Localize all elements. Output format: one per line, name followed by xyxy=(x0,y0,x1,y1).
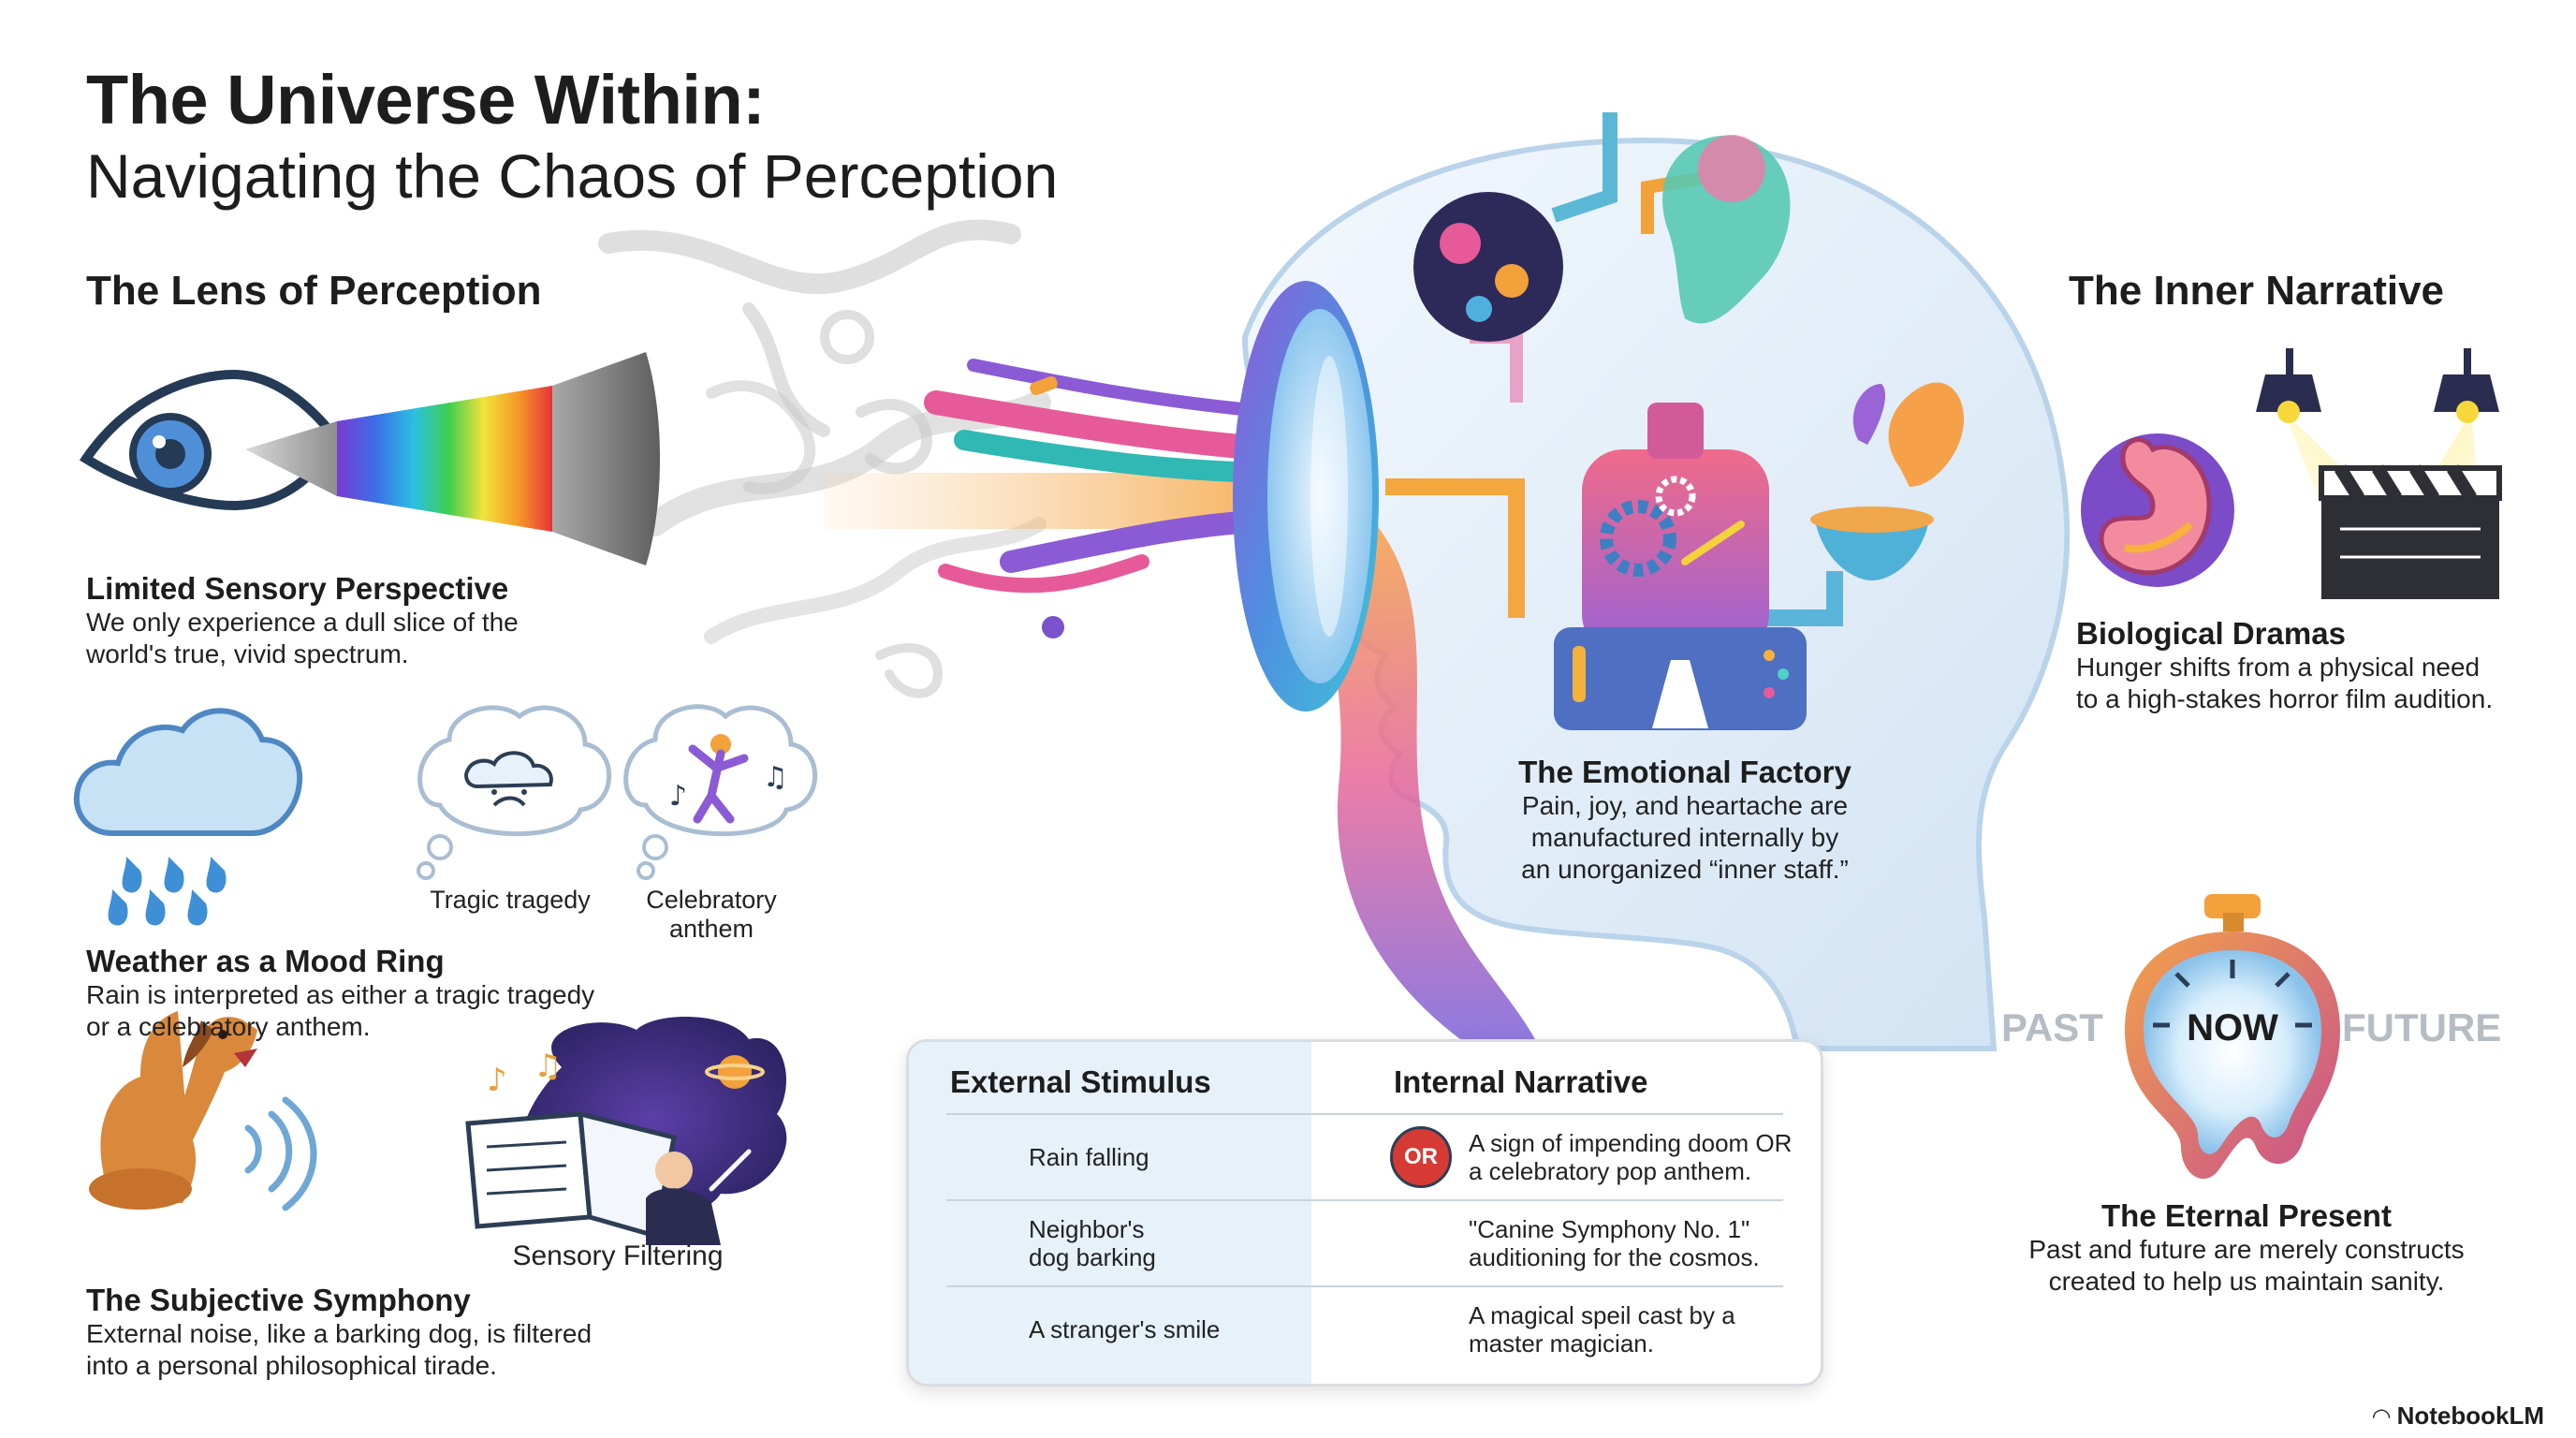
stomach-icon xyxy=(2081,433,2234,587)
celebratory-caption: Celebratory anthem xyxy=(618,886,805,944)
narrative-line: "Canine Symphony No. 1" xyxy=(1469,1215,1750,1243)
tragic-thought-bubble xyxy=(417,705,612,880)
chaos-swirls xyxy=(598,219,1051,698)
lens-illustration xyxy=(1233,281,1379,712)
brand-name: NotebookLM xyxy=(2396,1401,2544,1430)
table-divider xyxy=(946,1285,1783,1287)
narrative-line: master magician. xyxy=(1469,1329,1654,1357)
weather-title: Weather as a Mood Ring xyxy=(86,944,445,978)
emotional-factory-title: The Emotional Factory xyxy=(1518,755,1852,789)
biological-line: Hunger shifts from a physical need xyxy=(2076,653,2481,682)
stimulus-column-bg xyxy=(909,1042,1311,1384)
page-title: The Universe Within: xyxy=(86,61,766,139)
celebratory-caption-line: anthem xyxy=(668,915,754,943)
page-subtitle: Navigating the Chaos of Perception xyxy=(86,141,1059,211)
limited-perspective-line: world's true, vivid spectrum. xyxy=(86,639,409,668)
brand-logo: ◠ NotebookLM xyxy=(2373,1401,2544,1431)
stimulus-cell: Neighbor's dog barking xyxy=(1029,1215,1156,1271)
stimulus-column-header: External Stimulus xyxy=(950,1064,1211,1099)
stimulus-line: Neighbor's xyxy=(1029,1215,1145,1243)
future-label: FUTURE xyxy=(2342,1005,2502,1049)
biological-title: Biological Dramas xyxy=(2076,616,2346,651)
eye-icon xyxy=(79,369,344,511)
eternal-present-line: Past and future are merely constructs xyxy=(2028,1235,2465,1264)
svg-text:♫: ♫ xyxy=(763,761,788,794)
celebratory-thought-bubble: ♪ ♫ xyxy=(623,704,818,880)
svg-text:♫: ♫ xyxy=(534,1048,562,1085)
lens-heading: The Lens of Perception xyxy=(86,268,542,314)
emotional-factory-block: The Emotional Factory Pain, joy, and hea… xyxy=(1460,755,1910,886)
narrative-cell: A sign of impending doom OR a celebrator… xyxy=(1469,1129,1792,1185)
emotional-factory-line: an unorganized “inner staff.” xyxy=(1521,855,1849,884)
eternal-present-block: The Eternal Present Past and future are … xyxy=(1994,1198,2499,1298)
table-divider xyxy=(946,1199,1783,1201)
narrative-cell: A magical speil cast by a master magicia… xyxy=(1469,1301,1735,1357)
spectrum-cone xyxy=(245,352,660,565)
stimulus-line: dog barking xyxy=(1029,1243,1156,1271)
past-label: PAST xyxy=(2001,1005,2103,1049)
table-row: Rain falling OR A sign of impending doom… xyxy=(909,1115,1821,1199)
sensory-filtering-caption: Sensory Filtering xyxy=(512,1240,724,1271)
eternal-present-line: created to help us maintain sanity. xyxy=(2048,1267,2445,1296)
dog-icon xyxy=(89,1011,317,1211)
clapperboard-icon xyxy=(2319,464,2502,599)
symphony-line: External noise, like a barking dog, is f… xyxy=(86,1319,593,1348)
inner-narrative-heading: The Inner Narrative xyxy=(2069,268,2445,314)
limited-perspective-title: Limited Sensory Perspective xyxy=(86,571,509,606)
narrative-line: A sign of impending doom OR xyxy=(1469,1129,1793,1157)
svg-text:♪: ♪ xyxy=(487,1062,507,1099)
emotional-factory-machine xyxy=(1385,112,1965,730)
tragic-caption: Tragic tragedy xyxy=(430,886,591,914)
weather-line: or a celebratory anthem. xyxy=(86,1012,371,1041)
table-row: Neighbor's dog barking "Canine Symphony … xyxy=(909,1201,1821,1285)
emotional-factory-line: Pain, joy, and heartache are xyxy=(1521,791,1849,820)
symphony-title: The Subjective Symphony xyxy=(86,1283,471,1317)
weather-line: Rain is interpreted as either a tragic t… xyxy=(86,980,595,1009)
or-badge: OR xyxy=(1390,1126,1452,1188)
limited-perspective-block: Limited Sensory Perspective We only expe… xyxy=(86,571,519,670)
symphony-line: into a personal philosophical tirade. xyxy=(86,1351,497,1380)
narrative-cell: "Canine Symphony No. 1" auditioning for … xyxy=(1469,1215,1760,1271)
conductor-icon: ♪ ♫ xyxy=(465,1017,787,1245)
rain-cloud-icon xyxy=(73,708,303,926)
narrative-line: auditioning for the cosmos. xyxy=(1469,1243,1760,1271)
svg-text:♪: ♪ xyxy=(669,780,687,813)
table-divider xyxy=(946,1113,1783,1115)
biological-block: Biological Dramas Hunger shifts from a p… xyxy=(2076,616,2493,715)
stimulus-narrative-table: External Stimulus Internal Narrative Rai… xyxy=(906,1039,1823,1387)
weather-block: Weather as a Mood Ring Rain is interpret… xyxy=(86,944,594,1043)
symphony-block: The Subjective Symphony External noise, … xyxy=(86,1283,592,1382)
celebratory-caption-line: Celebratory xyxy=(646,886,777,914)
narrative-column-header: Internal Narrative xyxy=(1394,1064,1648,1099)
biological-line: to a high-stakes horror film audition. xyxy=(2076,684,2494,713)
stimulus-cell: A stranger's smile xyxy=(1029,1315,1221,1343)
now-label: NOW xyxy=(2187,1007,2278,1049)
eternal-present-title: The Eternal Present xyxy=(2101,1198,2392,1233)
narrative-line: A magical speil cast by a xyxy=(1469,1301,1735,1329)
brand-mark-icon: ◠ xyxy=(2372,1404,2391,1430)
narrative-line: a celebratory pop anthem. xyxy=(1469,1157,1752,1185)
stimulus-cell: Rain falling xyxy=(1029,1143,1149,1171)
limited-perspective-line: We only experience a dull slice of the xyxy=(86,608,519,637)
melting-clock-icon xyxy=(2125,894,2340,1180)
table-row: A stranger's smile A magical speil cast … xyxy=(909,1287,1821,1372)
emotional-factory-line: manufactured internally by xyxy=(1530,823,1839,852)
